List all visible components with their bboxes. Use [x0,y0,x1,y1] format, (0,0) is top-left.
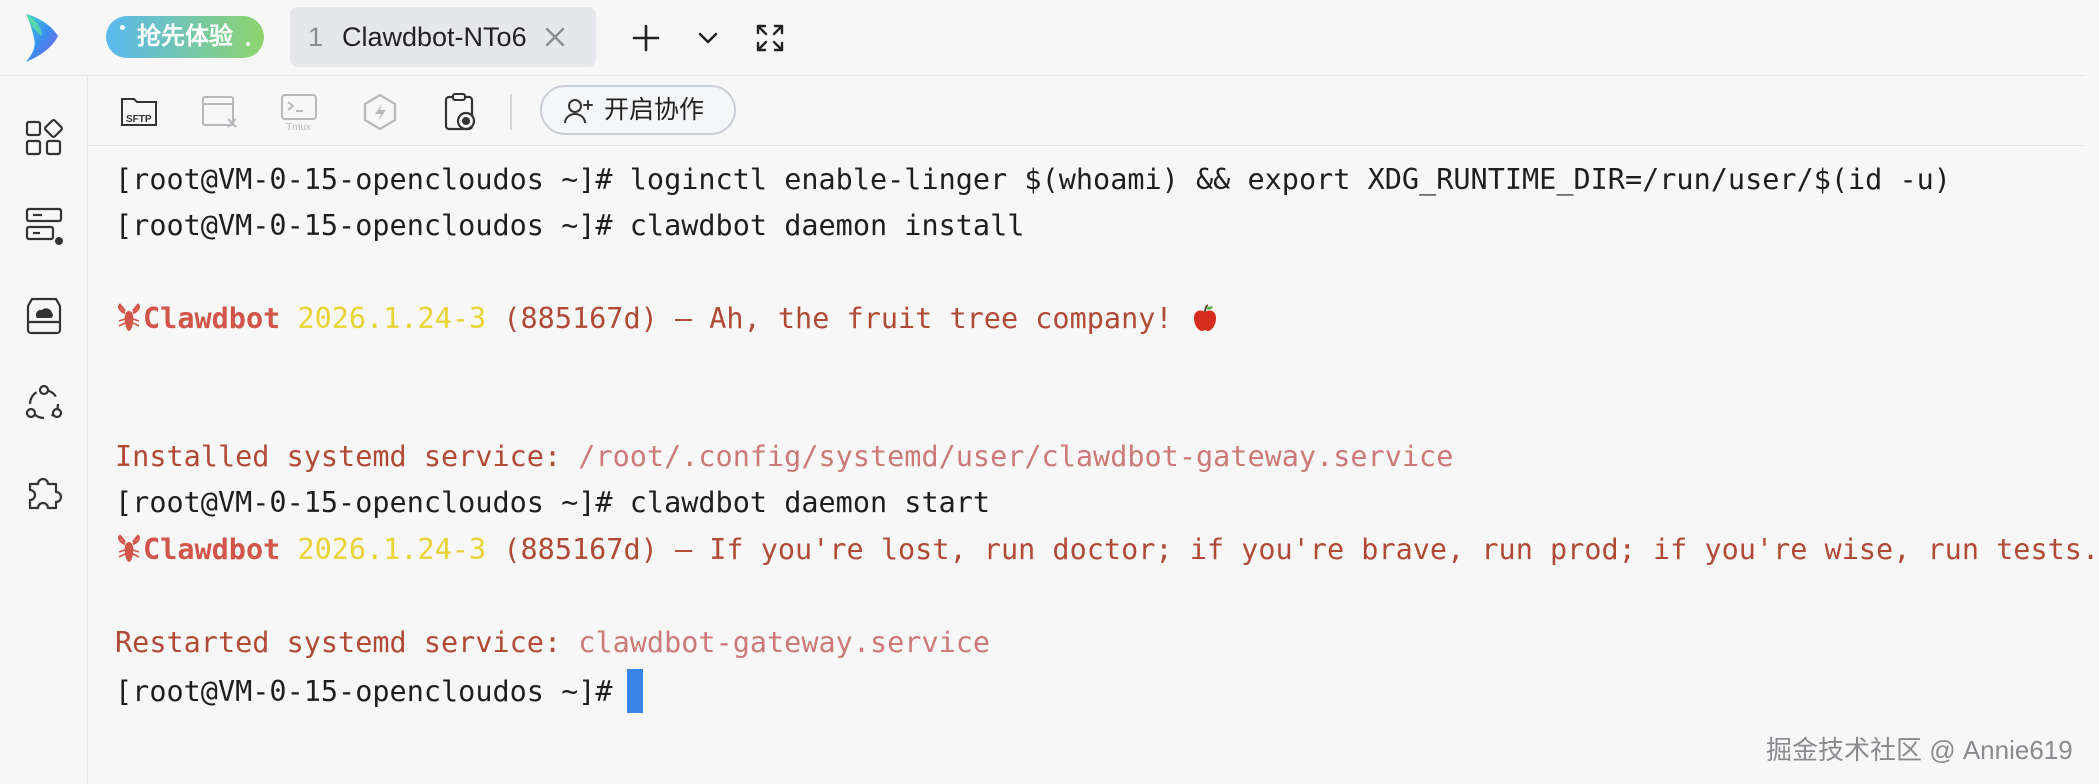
service-path: clawdbot-gateway.service [578,626,991,659]
shell-command: clawdbot daemon start [612,486,991,519]
shell-prompt: [root@VM-0-15-opencloudos ~]# [115,675,613,708]
shell-prompt: [root@VM-0-15-opencloudos ~]# [115,486,613,519]
service-path: /root/.config/systemd/user/clawdbot-gate… [578,440,1454,473]
cloud-disk-icon[interactable] [22,294,66,338]
session-toolbar: SFTP Tmux 开启协作 [88,76,2084,146]
sftp-text: SFTP [126,114,152,125]
terminal-line: Installed systemd service: /root/.config… [115,437,1453,477]
tab-number: 1 [308,22,324,52]
plugin-puzzle-icon[interactable] [22,470,66,514]
top-bar: 抢先体验 1 Clawdbot-NTo6 [0,0,2084,76]
add-tab-icon[interactable] [626,18,666,58]
tagline-text: (885167d) — Ah, the fruit tree company! [486,302,1190,335]
shell-prompt: [root@VM-0-15-opencloudos ~]# [115,209,613,242]
terminal-line: Clawdbot 2026.1.24-3 (885167d) — If you'… [115,530,2099,570]
red-apple-icon [1193,304,1216,331]
terminal-line: [root@VM-0-15-opencloudos ~]# [115,669,643,713]
brand-name: Clawdbot [143,533,281,566]
terminal-output[interactable]: [root@VM-0-15-opencloudos ~]# loginctl e… [88,146,2099,784]
toolbar-divider [510,94,512,130]
service-label: Installed systemd service: [115,440,579,473]
start-collaboration-button[interactable]: 开启协作 [540,85,736,135]
version-number: 2026.1.24-3 [297,533,487,566]
text-cursor [626,669,643,713]
shell-prompt: [root@VM-0-15-opencloudos ~]# [115,163,613,196]
fullscreen-icon[interactable] [750,18,790,58]
tagline-text: (885167d) — If you're lost, run doctor; … [486,533,2099,566]
terminal-line: [root@VM-0-15-opencloudos ~]# clawdbot d… [115,206,1024,246]
server-list-icon[interactable] [22,204,66,248]
shell-command: loginctl enable-linger $(whoami) && expo… [612,163,1951,196]
tab-title: Clawdbot-NTo6 [342,22,527,52]
terminal-line: [root@VM-0-15-opencloudos ~]# loginctl e… [115,160,1951,200]
terminal-line: Restarted systemd service: clawdbot-gate… [115,623,990,663]
version-number: 2026.1.24-3 [297,302,487,335]
close-icon[interactable] [542,24,568,50]
left-sidebar [0,76,88,784]
collaboration-label: 开启协作 [604,96,705,124]
record-clipboard-icon[interactable] [438,91,482,133]
terminal-line: [root@VM-0-15-opencloudos ~]# clawdbot d… [115,483,990,523]
terminal-line: Clawdbot 2026.1.24-3 (885167d) — Ah, the… [115,299,1220,339]
service-label: Restarted systemd service: [115,626,579,659]
tmux-text: Tmux [286,122,311,133]
app-logo-icon [26,14,58,62]
early-access-badge[interactable]: 抢先体验 [106,16,264,58]
lobster-icon [118,534,140,562]
sftp-folder-icon[interactable]: SFTP [118,91,162,133]
tmux-terminal-icon: Tmux [281,94,317,133]
lobster-icon [118,303,140,331]
apps-grid-icon[interactable] [22,116,66,160]
brand-name: Clawdbot [143,302,281,335]
connections-icon[interactable] [22,382,66,426]
tab-session[interactable]: 1 Clawdbot-NTo6 [290,7,596,67]
file-transfer-icon [202,96,237,128]
shield-icon [363,93,397,131]
shell-command: clawdbot daemon install [612,209,1025,242]
chevron-down-icon[interactable] [688,18,728,58]
early-access-label: 抢先体验 [137,23,233,50]
watermark: 掘金技术社区 @ Annie619 [1766,735,2073,765]
add-user-icon [564,99,593,124]
